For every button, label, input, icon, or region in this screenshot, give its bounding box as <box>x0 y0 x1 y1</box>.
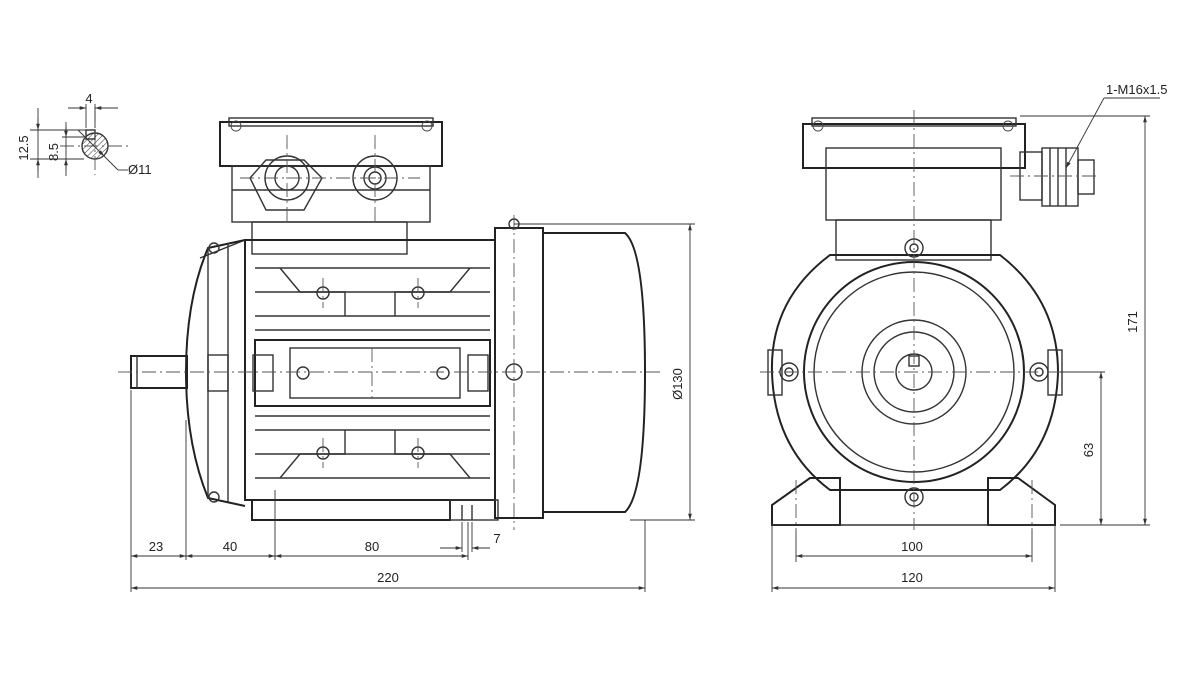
cable-gland-label: 1-M16x1.5 <box>1106 82 1167 97</box>
shaft-cross-section: 4 12.5 8.5 Ø11 <box>16 91 152 178</box>
cable-gland-icon <box>249 155 323 211</box>
cable-gland-side-icon <box>1019 147 1095 207</box>
motor-end-view: 1-M16x1.5 171 63 100 120 <box>760 82 1167 592</box>
height-inner-label: 8.5 <box>46 143 61 161</box>
motor-side-view: Ø130 23 40 80 7 220 <box>118 117 695 592</box>
height-outer-label: 12.5 <box>16 135 31 160</box>
dim-flange-to-foot: 40 <box>223 539 237 554</box>
dim-total-height: 171 <box>1125 311 1140 333</box>
diameter-130-label: Ø130 <box>670 368 685 400</box>
dim-foot-width: 120 <box>901 570 923 585</box>
dim-foot-hole: 7 <box>493 531 500 546</box>
key-width-label: 4 <box>85 91 92 106</box>
dim-shaft-length: 23 <box>149 539 163 554</box>
dim-foot-holes-end: 100 <box>901 539 923 554</box>
cooling-fins <box>255 267 490 479</box>
dim-shaft-height: 63 <box>1081 443 1096 457</box>
diameter-label: Ø11 <box>128 162 152 177</box>
dim-total-length: 220 <box>377 570 399 585</box>
dim-foot-holes: 80 <box>365 539 379 554</box>
